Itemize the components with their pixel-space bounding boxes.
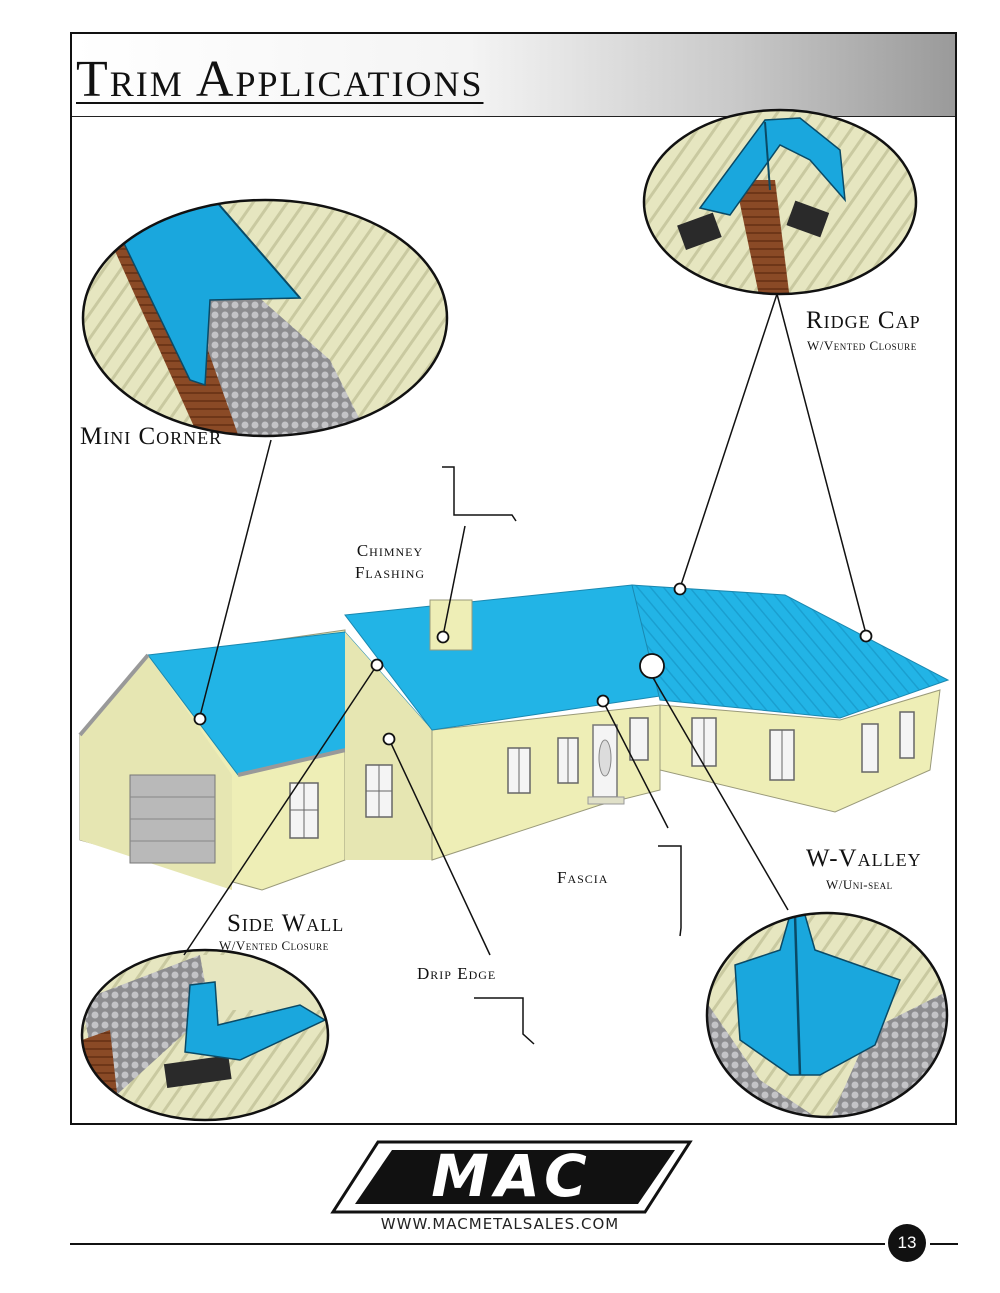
- website-url: WWW.MACMETALSALES.COM: [380, 1215, 620, 1233]
- page-title: Trim Applications: [76, 51, 484, 108]
- label-w-valley-sub: W/Uni-seal: [826, 877, 893, 892]
- mini-corner-detail: [83, 200, 447, 436]
- side-wall-lens: [80, 948, 330, 1122]
- trim-profiles: [442, 466, 682, 1045]
- mac-logo: [330, 1140, 693, 1214]
- label-side-wall-sub: W/Vented Closure: [219, 938, 329, 953]
- w-valley-lens: [705, 911, 949, 1119]
- label-ridge-cap-sub: W/Vented Closure: [807, 338, 917, 353]
- house-illustration: [78, 584, 950, 891]
- label-drip-edge: Drip Edge: [417, 964, 497, 983]
- footer-rule-left: [70, 1243, 885, 1245]
- fascia-profile: [658, 845, 682, 937]
- ridge-cap-detail: [644, 110, 916, 294]
- leader-lines: [183, 293, 867, 956]
- title-bar: [72, 34, 955, 117]
- drip-edge-profile: [474, 997, 535, 1045]
- label-mini-corner: Mini Corner: [80, 423, 223, 450]
- label-side-wall: Side Wall: [227, 910, 345, 937]
- label-fascia: Fascia: [557, 868, 609, 887]
- mini-corner-lens: [81, 198, 449, 438]
- label-ridge-cap: Ridge Cap: [806, 307, 921, 334]
- label-w-valley: W-Valley: [806, 845, 922, 872]
- label-chimney-flashing: Chimney Flashing: [354, 541, 426, 582]
- chimney-flashing-profile: [442, 466, 517, 522]
- logo-text: MAC: [431, 1142, 592, 1210]
- callout-dots: [193, 582, 873, 746]
- footer-rule-right: [930, 1243, 958, 1245]
- side-wall-detail: [82, 950, 328, 1120]
- ridge-cap-lens: [642, 108, 918, 296]
- page-number: 13: [888, 1224, 926, 1262]
